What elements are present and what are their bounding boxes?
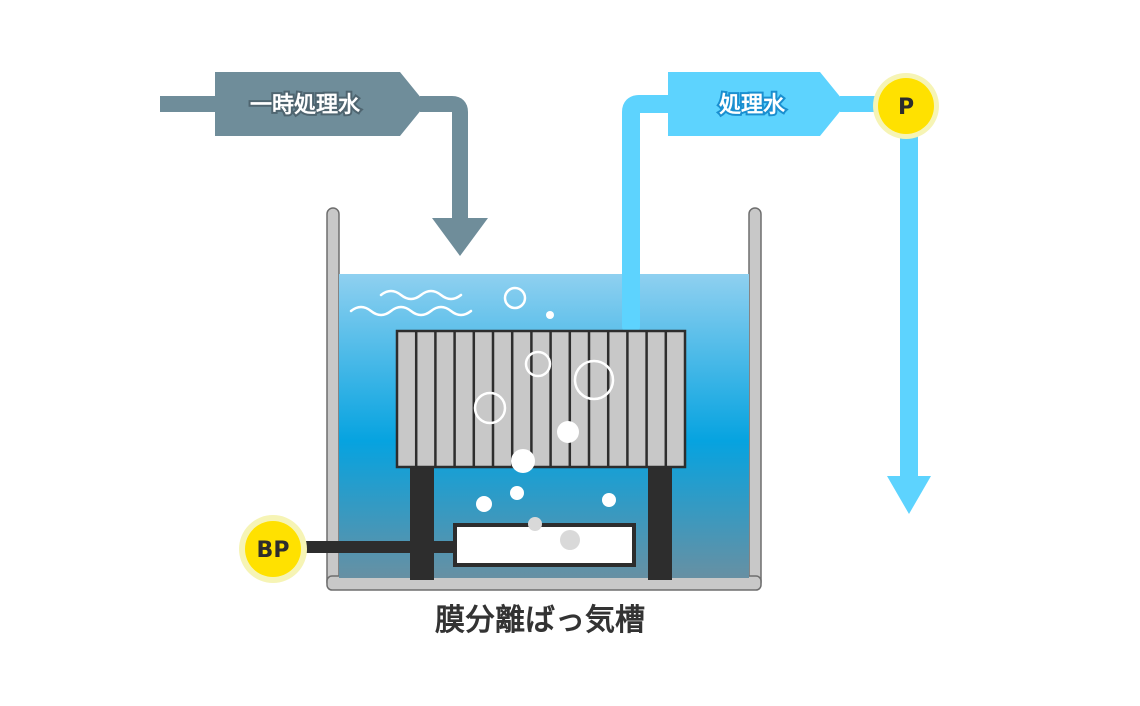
outflow-pipe: 処理水 xyxy=(622,72,931,514)
membrane-module xyxy=(395,329,687,469)
bubble xyxy=(510,486,524,500)
bubble xyxy=(473,391,507,425)
support-leg-right xyxy=(648,466,672,580)
bubble xyxy=(476,496,492,512)
inflow-label: 一時処理水 xyxy=(250,92,361,118)
bubble xyxy=(546,311,554,319)
pump-p-label: P xyxy=(898,95,914,120)
bubble xyxy=(560,530,580,550)
outflow-label: 処理水 xyxy=(719,92,786,118)
outflow-arrow-icon xyxy=(887,476,931,514)
bubble xyxy=(602,493,616,507)
inflow-pipe: 一時処理水 xyxy=(160,72,488,256)
bubble xyxy=(528,517,542,531)
diagram-title: 膜分離ばっ気槽 xyxy=(435,603,645,638)
pump-p[interactable]: P xyxy=(873,73,939,139)
pump-bp-label: BP xyxy=(257,538,290,563)
air-diffuser xyxy=(453,523,636,567)
outflow-label-tag xyxy=(668,72,846,136)
bubble xyxy=(511,449,535,473)
inflow-arrow-icon xyxy=(432,218,488,256)
bubble xyxy=(557,421,579,443)
water-waves-icon xyxy=(349,289,473,317)
bubble xyxy=(524,350,552,378)
air-pipe xyxy=(300,541,460,553)
inflow-label-tag xyxy=(215,72,426,136)
pump-bp[interactable]: BP xyxy=(239,515,307,583)
support-leg-left xyxy=(410,466,434,580)
bubble xyxy=(503,286,527,310)
bubble xyxy=(573,359,615,401)
